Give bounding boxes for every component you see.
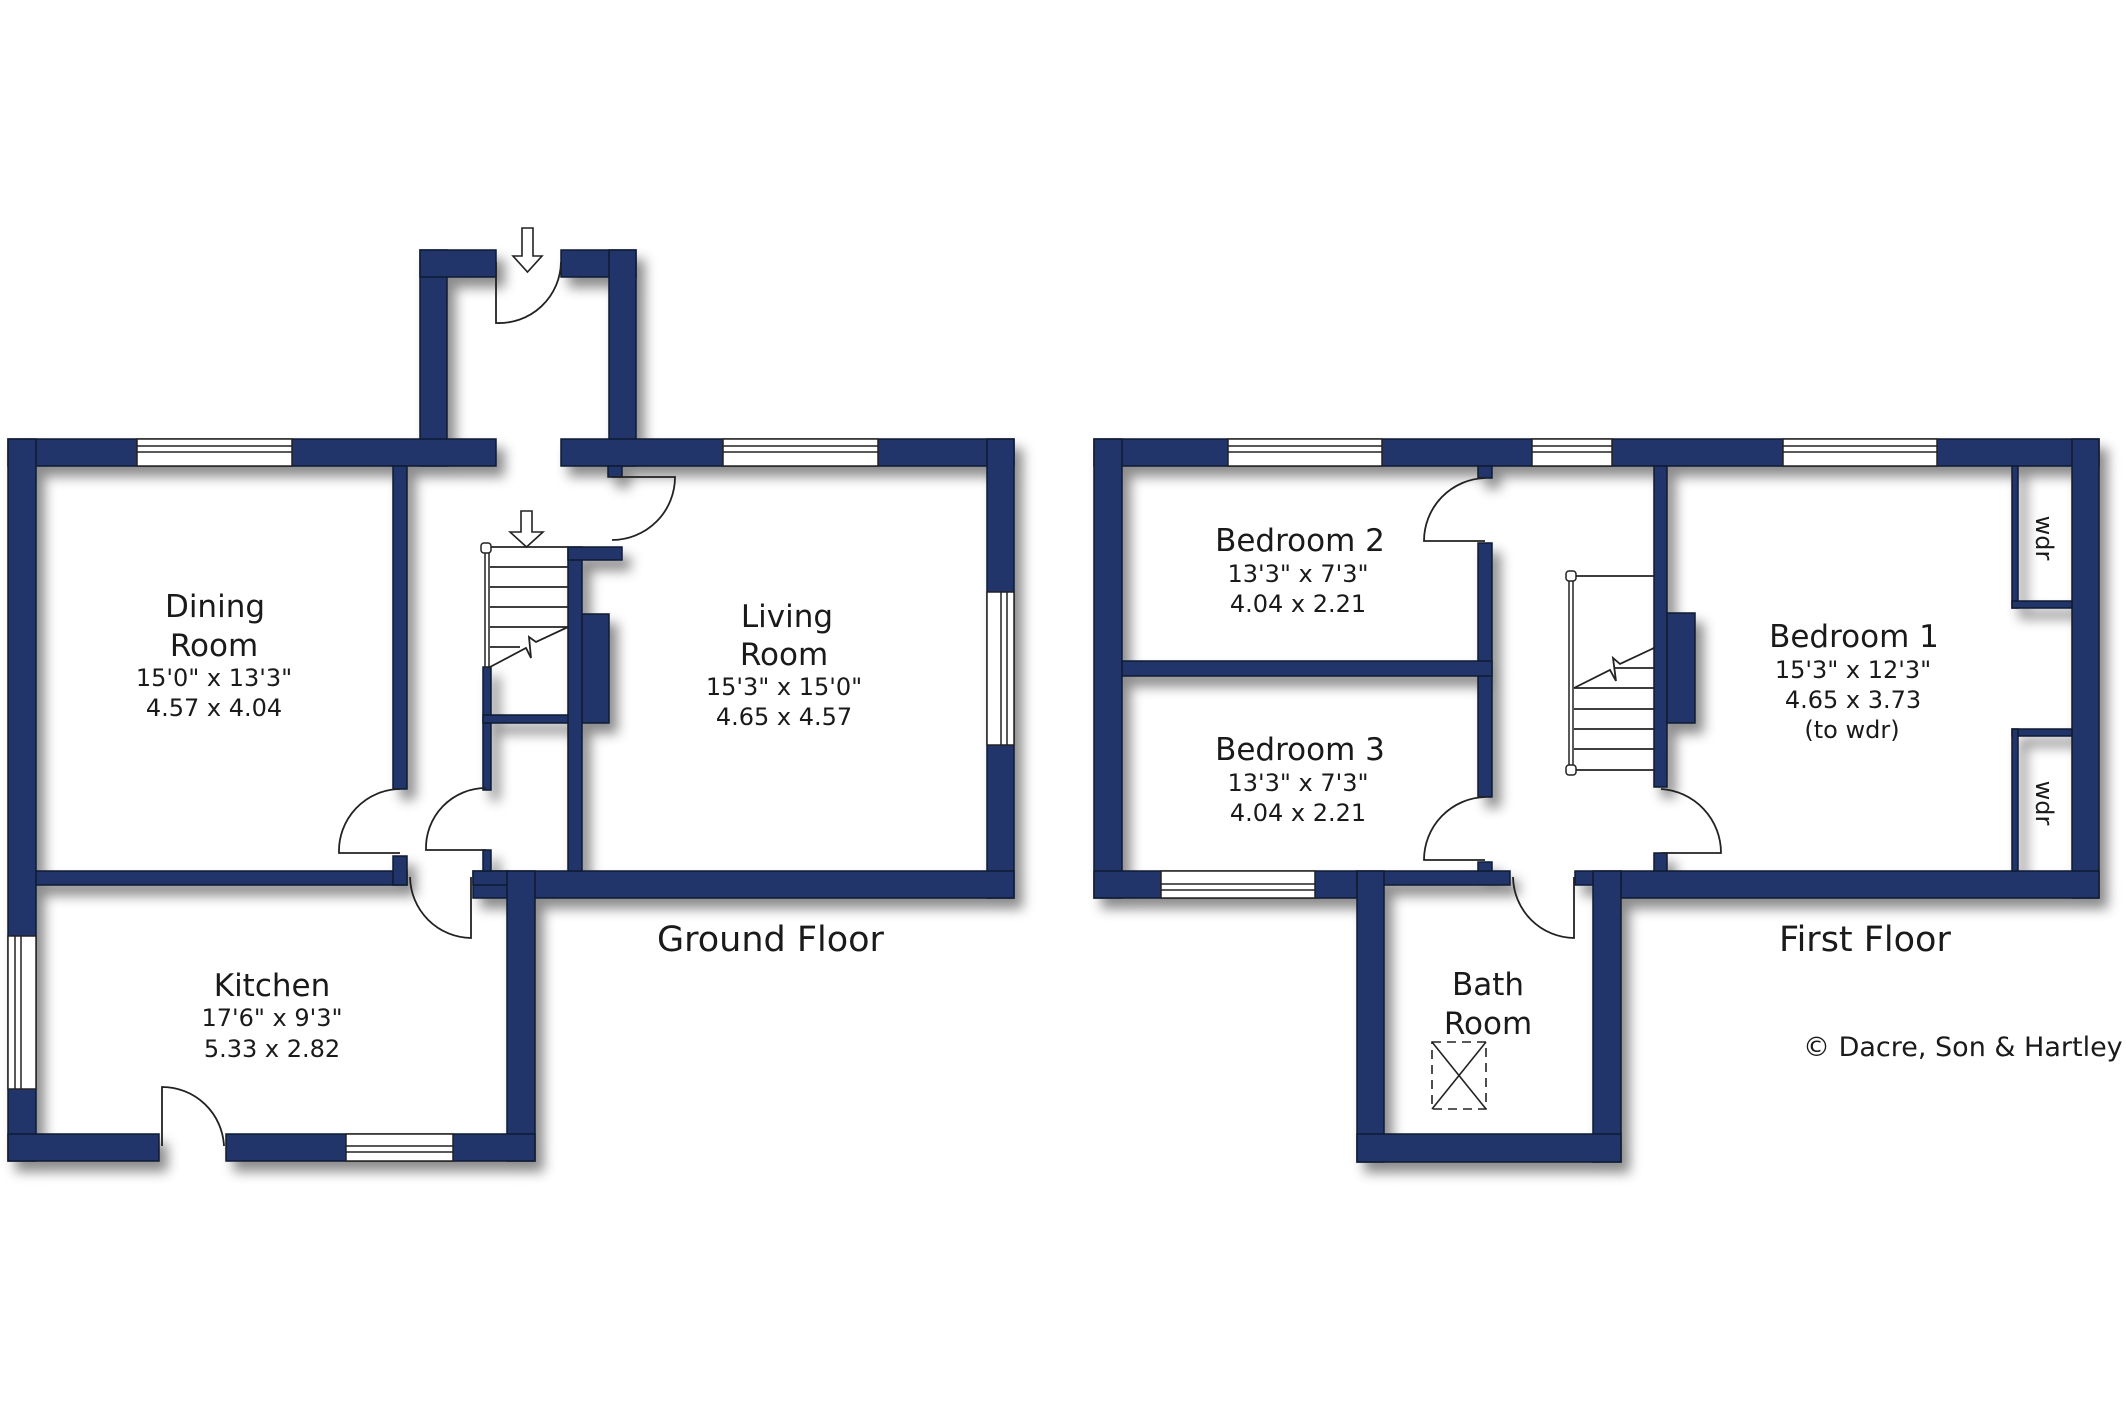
room-dimensions-imperial: 17'6" x 9'3" <box>201 1004 342 1032</box>
room-dimensions-metric: 5.33 x 2.82 <box>204 1035 340 1063</box>
window-bedroom-1 <box>1782 438 1938 467</box>
copyright-notice: © Dacre, Son & Hartley <box>1803 1032 2123 1063</box>
room-name: Room <box>170 628 258 664</box>
room-bedroom-2: Bedroom 2 13'3" x 7'3" 4.04 x 2.21 <box>1215 523 1385 618</box>
room-kitchen: Kitchen 17'6" x 9'3" 5.33 x 2.82 <box>201 968 342 1063</box>
room-name: Room <box>1444 1006 1532 1042</box>
door-under-stairs-cupboard <box>425 787 487 851</box>
entrance-arrow-icon <box>511 227 544 274</box>
room-note: (to wdr) <box>1804 716 1899 744</box>
window-living-side <box>986 591 1015 746</box>
room-dimensions-imperial: 13'3" x 7'3" <box>1227 769 1368 797</box>
ground-floor-windows <box>7 438 1015 1162</box>
newel-post <box>480 542 492 554</box>
room-dimensions-imperial: 15'0" x 13'3" <box>136 664 292 692</box>
newel-post <box>1565 764 1577 776</box>
ground-floor-doors <box>161 261 676 1147</box>
room-name: Bath <box>1452 967 1524 1003</box>
room-name: Kitchen <box>214 968 331 1004</box>
first-floor-title: First Floor <box>1779 920 1951 960</box>
door-kitchen-rear <box>161 1086 225 1147</box>
first-floor-walls <box>1093 438 2100 1163</box>
door-living-room <box>611 476 676 541</box>
room-name: Bedroom 2 <box>1215 523 1385 559</box>
door-dining-room <box>338 788 401 854</box>
room-dimensions-imperial: 13'3" x 7'3" <box>1227 560 1368 588</box>
first-floor-plan: Bedroom 2 13'3" x 7'3" 4.04 x 2.21 Bedro… <box>1093 438 2100 1163</box>
window-bedroom-3 <box>1160 870 1316 899</box>
room-dimensions-metric: 4.04 x 2.21 <box>1230 590 1366 618</box>
window-bedroom-2 <box>1227 438 1383 467</box>
loft-hatch-icon <box>1431 1041 1487 1110</box>
door-kitchen <box>409 876 472 939</box>
ground-floor-staircase <box>480 510 569 668</box>
room-name: Room <box>740 637 828 673</box>
window-kitchen-rear <box>345 1133 454 1162</box>
first-floor-windows <box>1160 438 1938 899</box>
room-dining: Dining Room 15'0" x 13'3" 4.57 x 4.04 <box>136 589 292 722</box>
room-name: Bedroom 3 <box>1215 732 1385 768</box>
room-bathroom: Bath Room <box>1444 967 1532 1042</box>
ground-floor-plan: Dining Room 15'0" x 13'3" 4.57 x 4.04 Li… <box>7 227 1015 1162</box>
door-bedroom-3 <box>1423 796 1486 861</box>
newel-post <box>1565 570 1577 582</box>
ground-floor-title: Ground Floor <box>657 920 885 960</box>
room-bedroom-1: Bedroom 1 15'3" x 12'3" 4.65 x 3.73 (to … <box>1769 619 1939 744</box>
window-kitchen-side <box>7 935 37 1090</box>
room-dimensions-metric: 4.65 x 3.73 <box>1785 686 1921 714</box>
room-dimensions-metric: 4.65 x 4.57 <box>716 703 852 731</box>
room-name: Living <box>741 599 833 635</box>
door-bedroom-2 <box>1423 477 1486 542</box>
first-floor-staircase <box>1565 570 1655 776</box>
room-dimensions-imperial: 15'3" x 12'3" <box>1775 656 1931 684</box>
room-dimensions-metric: 4.04 x 2.21 <box>1230 799 1366 827</box>
room-living: Living Room 15'3" x 15'0" 4.65 x 4.57 <box>706 599 862 731</box>
room-dimensions-metric: 4.57 x 4.04 <box>146 694 282 722</box>
first-floor-doors <box>1423 477 1722 939</box>
wardrobe-label: wdr <box>2030 516 2058 561</box>
window-dining-top <box>136 438 293 467</box>
door-porch-entrance <box>495 261 562 324</box>
wardrobe-label: wdr <box>2030 781 2058 826</box>
stairs-down-arrow-icon <box>507 510 546 549</box>
room-name: Dining <box>165 589 265 625</box>
door-bathroom <box>1512 876 1575 939</box>
room-dimensions-imperial: 15'3" x 15'0" <box>706 673 862 701</box>
window-living-top <box>722 438 879 467</box>
room-name: Bedroom 1 <box>1769 619 1939 655</box>
window-landing <box>1531 438 1613 467</box>
door-bedroom-1 <box>1660 788 1722 854</box>
room-bedroom-3: Bedroom 3 13'3" x 7'3" 4.04 x 2.21 <box>1215 732 1385 827</box>
